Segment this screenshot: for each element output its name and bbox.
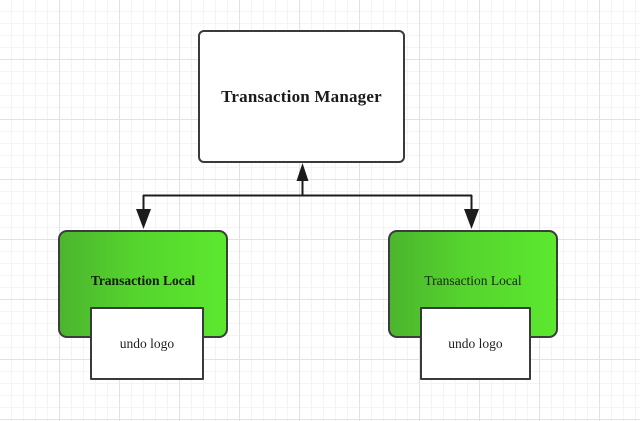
node-transaction-local-left-label: Transaction Local [90, 273, 196, 288]
manager-uplink-arrowhead [296, 163, 309, 181]
node-undo-log-right-label: undo logo [448, 335, 503, 351]
node-undo-log-left-label: undo logo [119, 335, 175, 351]
node-transaction-local-right-label: Transaction Local [424, 273, 522, 288]
right-downlink-arrowhead [464, 209, 479, 229]
node-undo-log-left[interactable]: undo logo [90, 307, 204, 380]
node-undo-log-right[interactable]: undo logo [420, 307, 531, 380]
node-transaction-manager[interactable]: Transaction Manager [198, 30, 405, 163]
left-downlink-arrowhead [136, 209, 151, 229]
node-transaction-manager-label: Transaction Manager [221, 86, 382, 106]
